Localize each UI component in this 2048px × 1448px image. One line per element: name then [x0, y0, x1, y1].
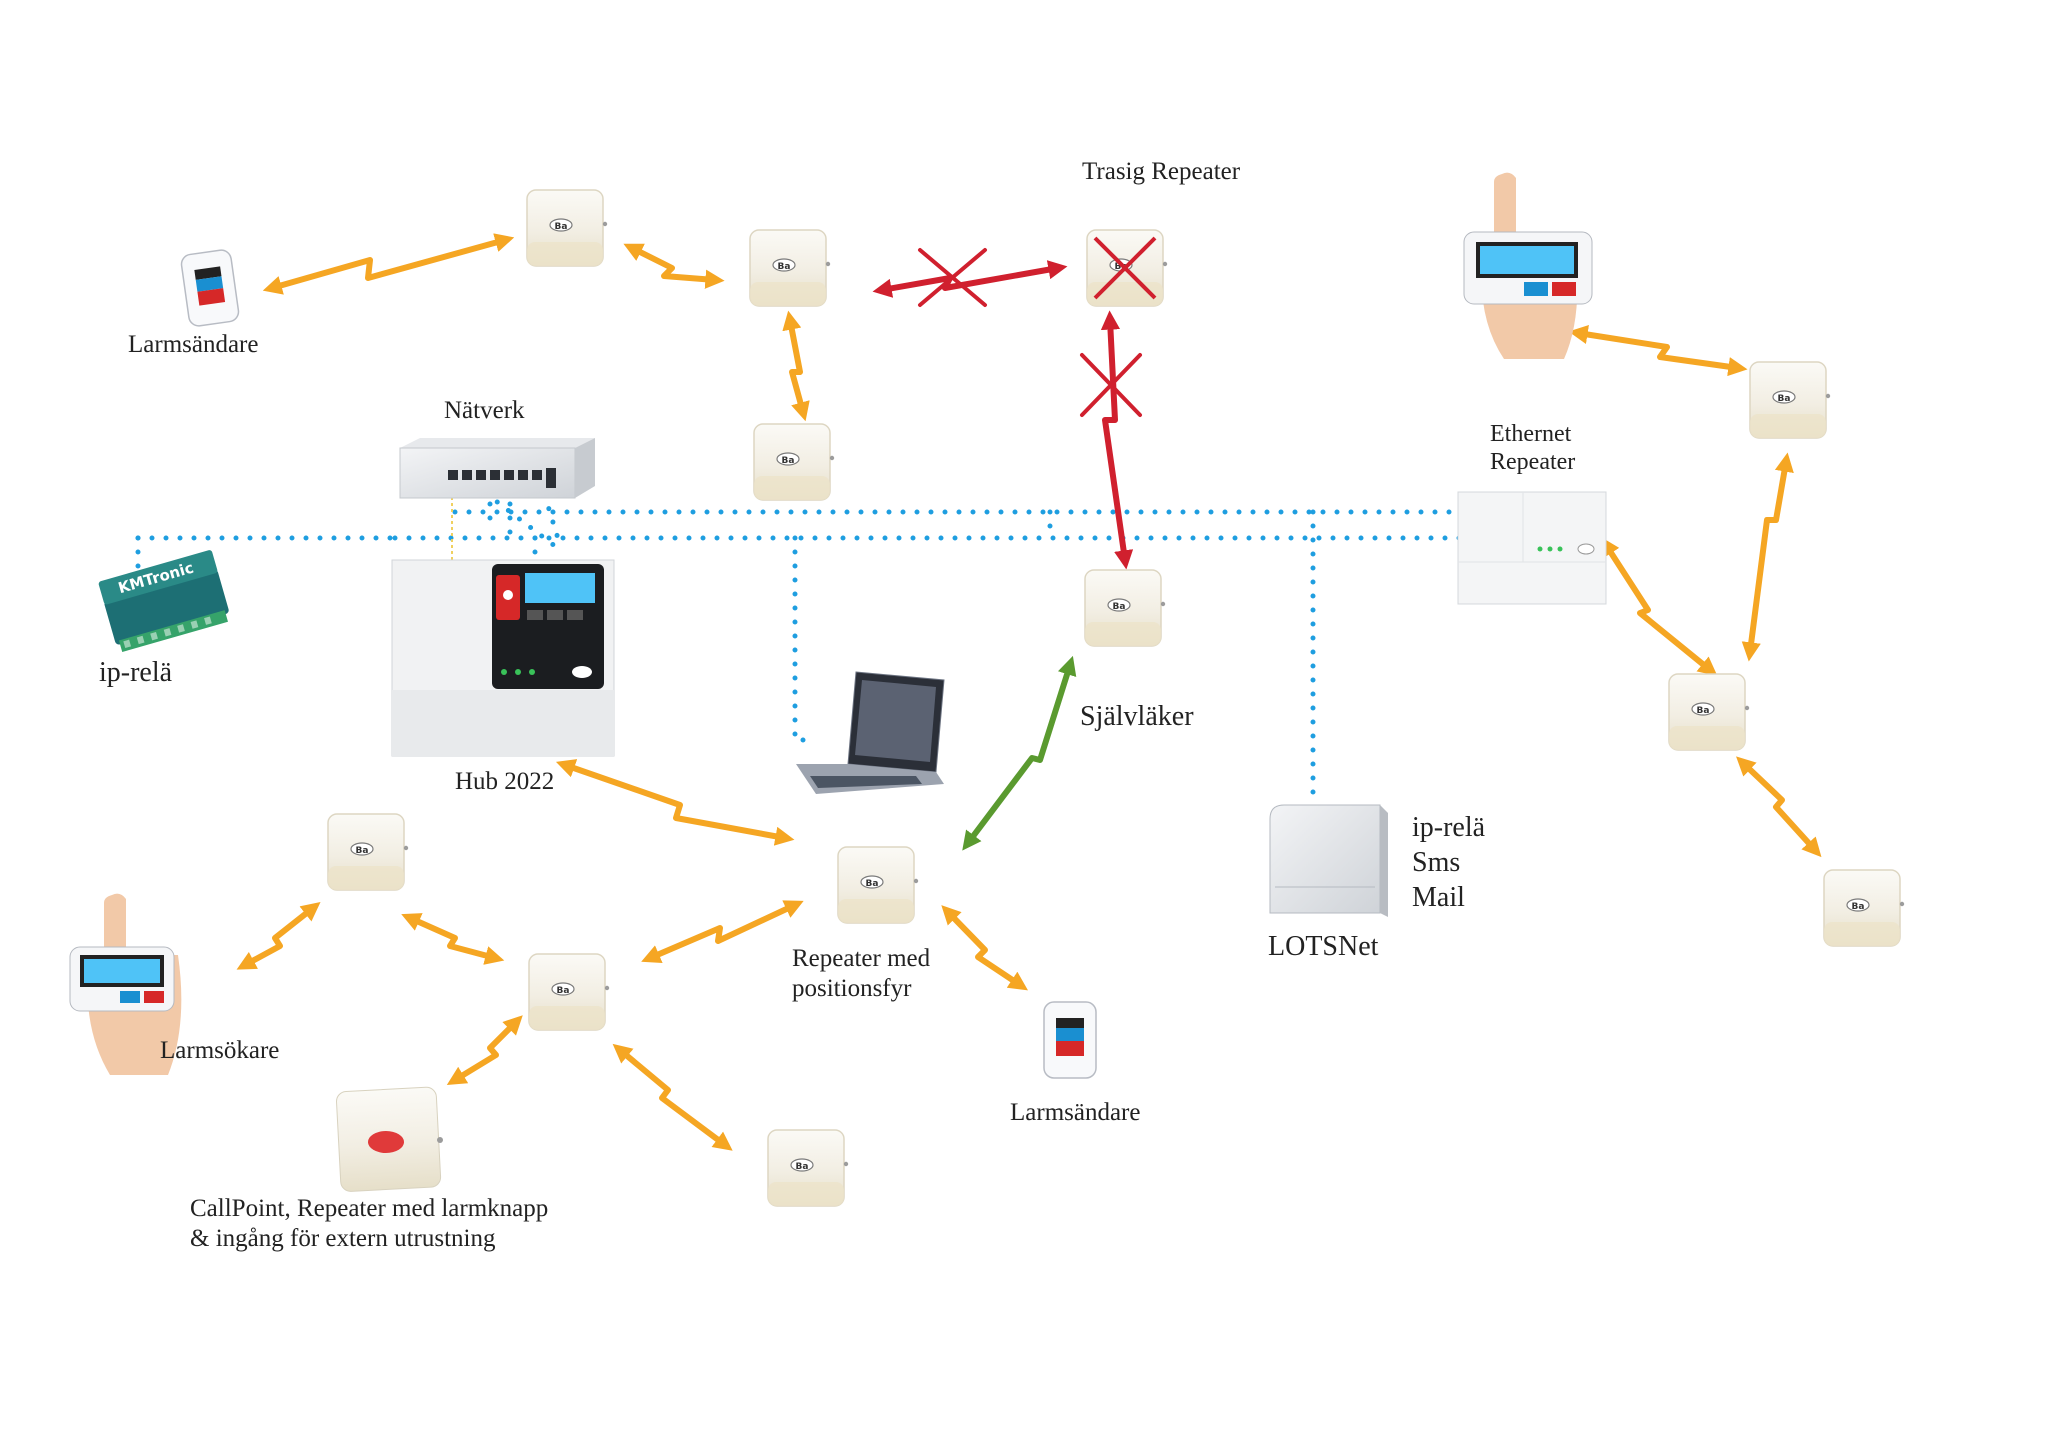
radio-link: [941, 905, 1028, 991]
radio-link: [401, 913, 505, 965]
label-sjalvlaker: Självläker: [1080, 701, 1194, 732]
label-ethernet-repeater: Ethernet Repeater: [1490, 421, 1576, 476]
repeater-icon: [1823, 869, 1905, 947]
label-natverk: Nätverk: [444, 397, 525, 424]
ethernet-repeater-icon: [1457, 491, 1607, 605]
radio-link: [612, 1043, 733, 1151]
repeater-icon: [1668, 673, 1750, 751]
radio-link: [782, 310, 810, 422]
radio-link: [1741, 452, 1794, 662]
radio-link: [236, 902, 321, 970]
broken-repeater-icon: [1086, 229, 1168, 307]
ethernet-lines: [135, 477, 1483, 808]
repeater-icon: [767, 1129, 849, 1207]
label-lotsnet-services: ip-relä Sms Mail: [1412, 812, 1486, 913]
repeater-icon: [526, 189, 608, 267]
hand-pager-icon: [1463, 172, 1593, 359]
broken-link: [872, 260, 1068, 298]
repeater-icon: [327, 813, 409, 891]
repeater-icon: [1749, 361, 1831, 439]
radio-link: [1600, 536, 1718, 677]
label-larmsandare-top: Larmsändare: [128, 331, 259, 358]
lotsnet-gateway-icon: [1269, 804, 1388, 917]
radio-link: [446, 1015, 523, 1085]
label-hub: Hub 2022: [455, 768, 555, 795]
broken-link: [1100, 310, 1134, 570]
alarm-transmitter-icon: [180, 249, 240, 327]
radio-links: [236, 233, 1822, 1151]
self-heal-link: [962, 655, 1077, 851]
repeater-icon: [837, 846, 919, 924]
alarm-transmitter-icon: [1043, 1001, 1097, 1079]
broken-link-cross-icon: [918, 248, 1142, 417]
callpoint-icon: [336, 1086, 443, 1192]
broken-links: [872, 260, 1134, 570]
radio-link: [555, 759, 795, 846]
label-ip-rela-left: ip-relä: [99, 657, 173, 688]
radio-link: [1736, 756, 1822, 858]
repeater-icon: [753, 423, 835, 501]
label-repeater-positionsfyr: Repeater med positionsfyr: [792, 945, 931, 1002]
ip-relay-board-icon: KMTronic: [98, 550, 229, 653]
laptop-icon: [796, 671, 945, 794]
repeater-icon: [1084, 569, 1166, 647]
label-trasig-repeater: Trasig Repeater: [1082, 158, 1241, 185]
label-callpoint: CallPoint, Repeater med larmknapp & ingå…: [190, 1195, 549, 1252]
hub-icon: [391, 559, 615, 757]
network-switch-icon: [399, 438, 595, 499]
radio-link: [641, 900, 804, 964]
radio-link: [1568, 325, 1748, 377]
label-larmsandare-bottom: Larmsändare: [1010, 1099, 1141, 1126]
hand-pager-icon: [69, 893, 182, 1075]
radio-link: [262, 233, 515, 295]
label-larmsokare: Larmsökare: [160, 1037, 280, 1064]
repeater-icon: [528, 953, 610, 1031]
repeater-icon: [749, 229, 831, 307]
label-lotsnet: LOTSNet: [1268, 931, 1379, 962]
radio-link: [623, 243, 725, 289]
